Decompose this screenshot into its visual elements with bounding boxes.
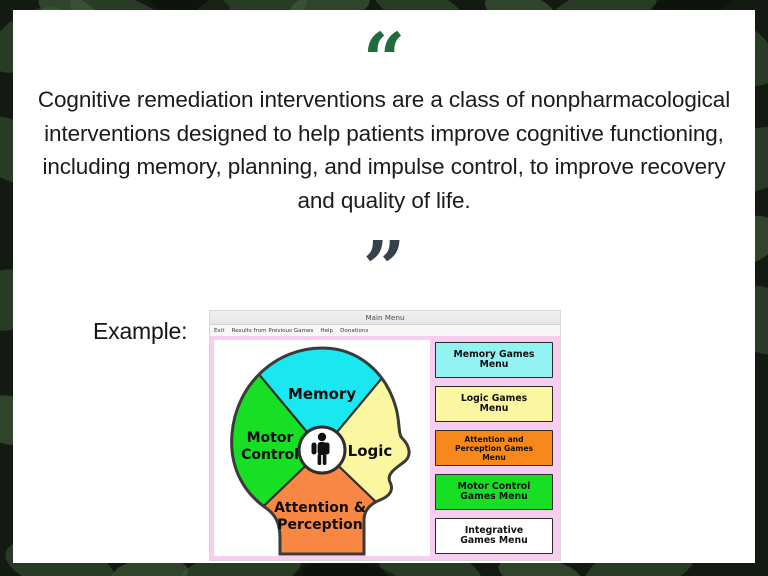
memory-button-line2: Menu xyxy=(479,359,509,370)
attention-button-line1: Attention and xyxy=(464,434,524,444)
logic-games-menu-button[interactable]: Logic Games Menu xyxy=(435,386,553,422)
games-menu-button-column: Memory Games Menu Logic Games Menu Atten… xyxy=(434,340,556,556)
brain-label-attention-line2: Perception xyxy=(277,517,363,533)
app-titlebar: Main Menu xyxy=(210,311,560,325)
human-figure-icon xyxy=(311,432,330,465)
brain-label-attention-line1: Attention & xyxy=(274,500,366,516)
logic-button-line2: Menu xyxy=(479,403,509,414)
closing-quote-icon: ” xyxy=(362,226,406,312)
integrative-button-line2: Games Menu xyxy=(460,535,528,546)
motor-button-line1: Motor Control xyxy=(457,480,531,492)
brain-label-memory: Memory xyxy=(288,385,356,403)
integrative-games-menu-button[interactable]: Integrative Games Menu xyxy=(435,518,553,554)
slide-card: “ Cognitive remediation interventions ar… xyxy=(13,10,755,563)
brain-region-memory[interactable] xyxy=(232,342,412,450)
menu-item-exit[interactable]: Exit xyxy=(214,327,225,334)
app-title: Main Menu xyxy=(365,313,405,322)
attention-button-line3: Menu xyxy=(482,452,506,462)
brain-label-motor-line2: Control xyxy=(241,447,299,463)
app-window-screenshot: Main Menu Exit Results from Previous Gam… xyxy=(209,310,561,561)
menu-item-results-from-previous-games[interactable]: Results from Previous Games xyxy=(231,327,314,334)
motor-button-line2: Games Menu xyxy=(460,491,528,502)
motor-control-games-menu-button[interactable]: Motor Control Games Menu xyxy=(435,474,553,510)
memory-button-line1: Memory Games xyxy=(453,348,535,360)
integrative-button-line1: Integrative xyxy=(464,524,524,536)
brain-diagram: Memory Logic Attention & Perception Moto… xyxy=(214,340,430,556)
brain-label-motor-line1: Motor xyxy=(247,430,294,446)
example-label: Example: xyxy=(93,318,188,344)
attention-perception-games-menu-button[interactable]: Attention and Perception Games Menu xyxy=(435,430,553,466)
quote-text: Cognitive remediation interventions are … xyxy=(37,87,731,213)
brain-label-logic: Logic xyxy=(348,442,393,460)
logic-button-line1: Logic Games xyxy=(460,392,528,404)
attention-button-line2: Perception Games xyxy=(455,443,533,453)
app-content-area: Memory Logic Attention & Perception Moto… xyxy=(210,336,560,560)
menu-item-donations[interactable]: Donations xyxy=(340,327,369,334)
menu-item-help[interactable]: Help xyxy=(320,327,334,334)
memory-games-menu-button[interactable]: Memory Games Menu xyxy=(435,342,553,378)
opening-quote-icon: “ xyxy=(362,18,406,104)
head-profile-icon: Memory Logic Attention & Perception Moto… xyxy=(230,342,412,556)
head-outline xyxy=(230,346,411,556)
